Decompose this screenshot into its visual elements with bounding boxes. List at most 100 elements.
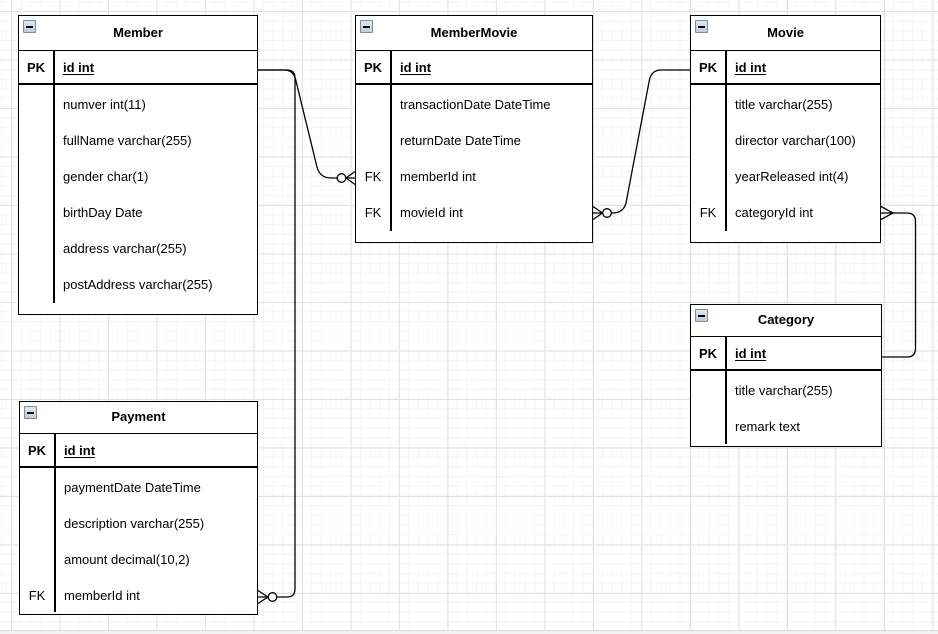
relationship-movie-membermovie[interactable] [592,69,690,221]
key-label [356,87,390,123]
attribute-row[interactable]: paymentDate DateTime [20,470,257,506]
attribute-text: yearReleased int(4) [735,169,849,185]
attribute-row[interactable]: returnDate DateTime [356,123,592,159]
attribute-row[interactable]: title varchar(255) [691,373,881,409]
key-column-divider [53,51,55,304]
attribute-row[interactable]: director varchar(100) [691,123,880,159]
attribute-text: gender char(1) [63,169,149,185]
collapse-icon[interactable] [695,309,708,322]
attribute-row[interactable]: birthDay Date [19,195,257,231]
key-label: FK [699,205,717,221]
attribute-row[interactable]: numver int(11) [19,87,257,123]
key-label [691,87,725,123]
entity-title: Member [113,25,163,40]
zero-circle [267,592,278,602]
collapse-icon[interactable] [695,20,708,33]
attribute-row[interactable]: yearReleased int(4) [691,159,880,195]
attribute-text: id int [735,346,767,362]
attribute-text: director varchar(100) [735,133,856,149]
horizontal-scrollbar[interactable] [0,630,938,634]
key-label [691,159,725,195]
attribute-row[interactable]: title varchar(255) [691,87,880,123]
minus-icon [698,315,705,317]
pk-attribute-row[interactable]: PK id int [20,434,257,469]
key-label [691,123,725,159]
attribute-text: numver int(11) [63,97,146,113]
pk-attribute-row[interactable]: PK id int [691,51,880,86]
key-label [19,195,53,231]
key-column-divider [54,434,56,613]
key-label [691,409,725,445]
attribute-row[interactable]: remark text [691,409,881,445]
key-label [19,231,53,267]
key-label: FK [364,169,382,185]
relationship-movie-category[interactable] [880,205,917,358]
attribute-text: fullName varchar(255) [63,133,192,149]
attribute-text: id int [400,60,432,76]
relationship-member-payment[interactable] [257,69,296,605]
attribute-row[interactable]: description varchar(255) [20,506,257,542]
attribute-text: title varchar(255) [735,383,833,399]
attribute-row[interactable]: transactionDate DateTime [356,87,592,123]
attribute-text: paymentDate DateTime [64,480,201,496]
relationship-member-membermovie[interactable] [258,69,356,186]
attribute-row[interactable]: gender char(1) [19,159,257,195]
key-label [356,123,390,159]
attribute-text: categoryId int [735,205,814,221]
key-label: PK [698,60,718,76]
key-label [691,373,725,409]
key-label: PK [698,346,718,362]
attribute-row[interactable]: FK categoryId int [691,195,880,231]
collapse-icon[interactable] [24,406,37,419]
attribute-text: birthDay Date [63,205,143,221]
key-column-divider [725,51,727,232]
entity-title: Category [757,312,815,327]
pk-attribute-row[interactable]: PK id int [691,337,881,372]
entity-title: Payment [111,409,166,424]
attribute-row[interactable]: address varchar(255) [19,231,257,267]
attribute-text: description varchar(255) [64,516,205,532]
attribute-row[interactable]: amount decimal(10,2) [20,542,257,578]
attribute-row[interactable]: FK memberId int [20,578,257,614]
attribute-text: remark text [735,419,801,435]
attribute-text: memberId int [64,588,140,604]
minus-icon [698,26,705,28]
attribute-text: id int [63,60,95,76]
key-label [19,123,53,159]
key-label [20,470,54,506]
collapse-icon[interactable] [360,20,373,33]
attribute-row[interactable]: fullName varchar(255) [19,123,257,159]
minus-icon [363,26,370,28]
attribute-text: returnDate DateTime [400,133,521,149]
attribute-row[interactable]: postAddress varchar(255) [19,267,257,303]
attribute-text: movieId int [400,205,463,221]
attribute-text: amount decimal(10,2) [64,552,190,568]
attribute-text: transactionDate DateTime [400,97,551,113]
key-label [19,267,53,303]
key-label: FK [364,205,382,221]
key-label: FK [28,588,46,604]
entity-title: MemberMovie [430,25,518,40]
key-label [19,87,53,123]
key-column-divider [390,51,392,232]
attribute-text: title varchar(255) [735,97,833,113]
key-label: PK [27,443,47,459]
attribute-row[interactable]: FK movieId int [356,195,592,231]
attribute-text: id int [735,60,767,76]
key-label [20,542,54,578]
minus-icon [27,412,34,414]
attribute-text: id int [64,443,96,459]
collapse-icon[interactable] [23,20,36,33]
key-label [20,506,54,542]
attribute-text: postAddress varchar(255) [63,277,213,293]
